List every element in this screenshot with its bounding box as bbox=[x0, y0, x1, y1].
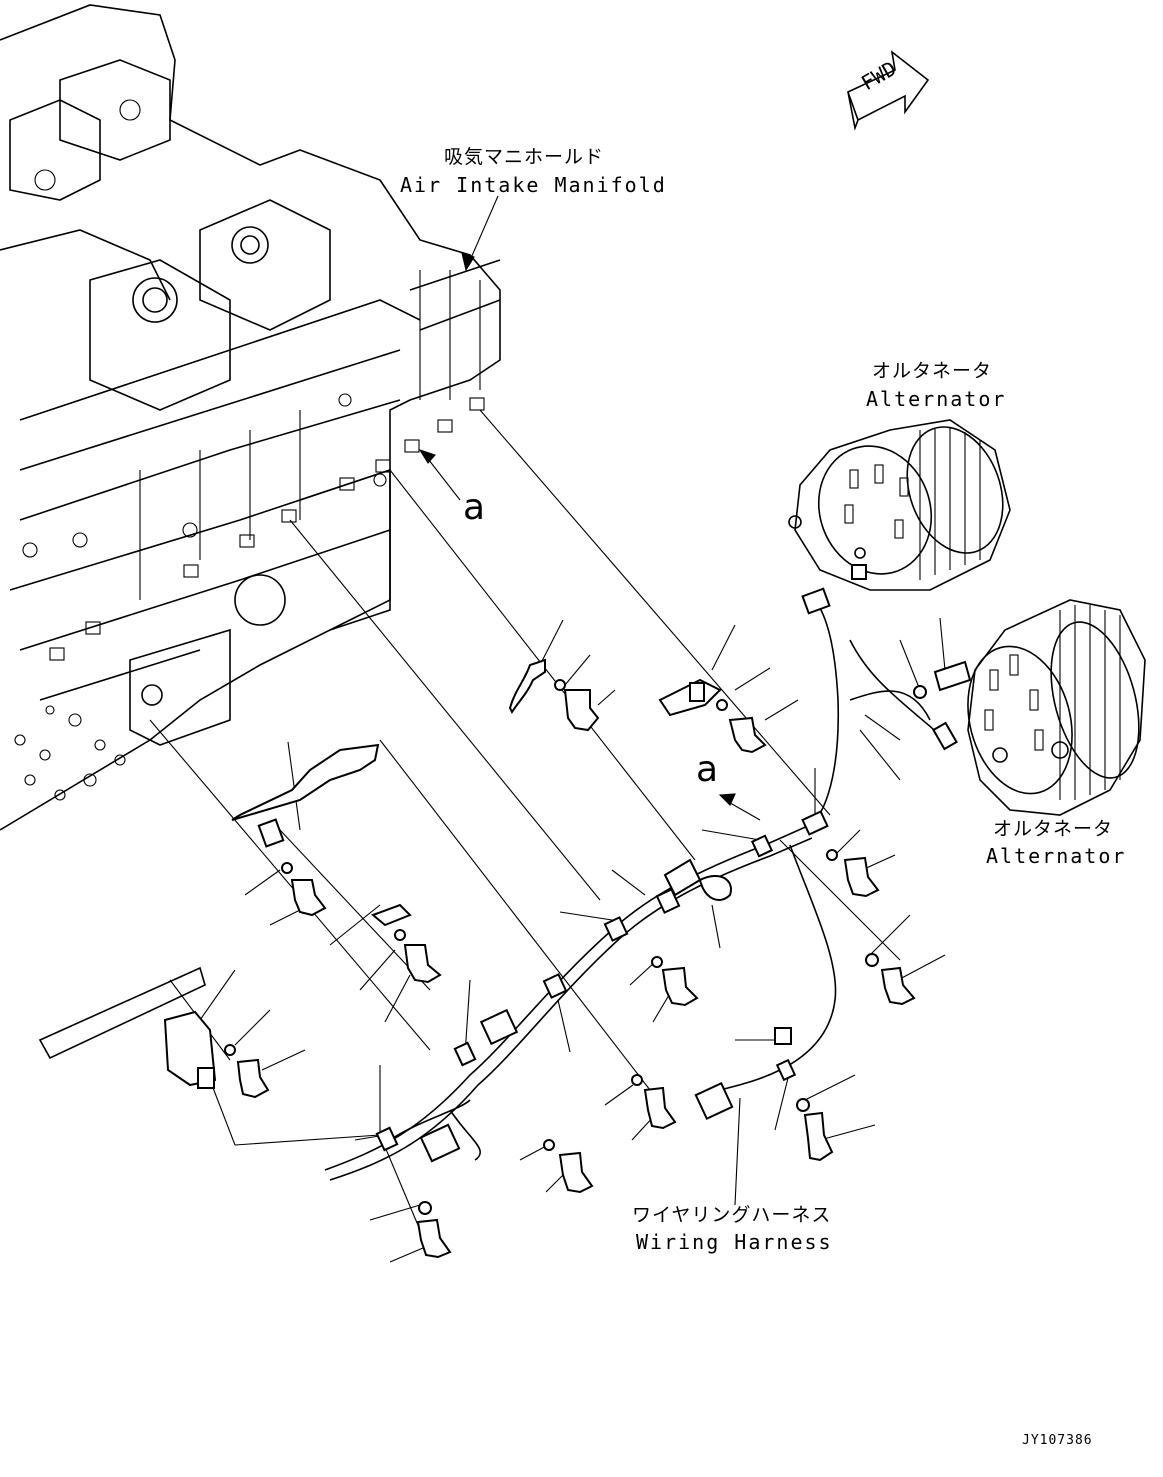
brackets bbox=[163, 658, 722, 1089]
mounting-rail bbox=[38, 966, 206, 1060]
alternator-lower-label-jp: オルタネータ bbox=[993, 818, 1114, 840]
alternator-upper bbox=[788, 419, 1011, 591]
reference-mark-a-lower: a bbox=[696, 749, 719, 790]
alternator-lower bbox=[967, 599, 1146, 816]
drawing-code: JY107386 bbox=[1022, 1433, 1093, 1448]
manifold-label-en: Air Intake Manifold bbox=[400, 173, 667, 197]
wiring-harness bbox=[324, 587, 958, 1181]
leader-lines bbox=[149, 195, 946, 1263]
engine-block bbox=[0, 4, 501, 831]
alternator-upper-label-en: Alternator bbox=[866, 387, 1007, 411]
fwd-arrow-icon bbox=[847, 50, 930, 131]
alternator-lower-label-en: Alternator bbox=[986, 844, 1127, 868]
alternator-upper-label-jp: オルタネータ bbox=[872, 360, 993, 382]
harness-label-en: Wiring Harness bbox=[636, 1230, 833, 1254]
manifold-label-jp: 吸気マニホールド bbox=[444, 146, 605, 168]
bolts bbox=[224, 660, 972, 1259]
reference-mark-a-upper: a bbox=[463, 487, 486, 528]
harness-label-jp: ワイヤリングハーネス bbox=[632, 1204, 832, 1226]
